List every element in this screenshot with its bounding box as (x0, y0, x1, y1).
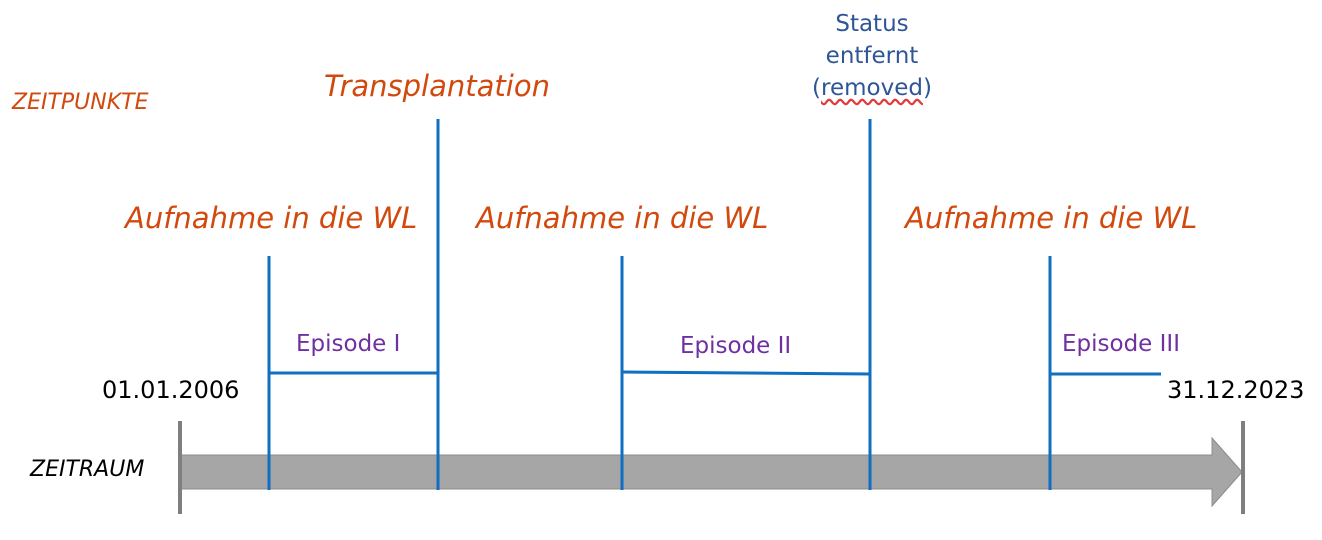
section-label-zeitraum: ZEITRAUM (30, 457, 145, 482)
status-removed-word: removed (821, 75, 923, 101)
event-label-admission-2: Aufnahme in die WL (476, 201, 769, 235)
status-line-1: Status (835, 11, 909, 37)
event-label-admission-1: Aufnahme in die WL (125, 201, 418, 235)
episode-label-3: Episode III (1062, 331, 1180, 357)
timeline-arrow (179, 436, 1243, 508)
status-paren-close: ) (922, 75, 932, 101)
status-line-3: (removed) (792, 72, 952, 104)
date-end-label: 31.12.2023 (1167, 376, 1305, 404)
episode-label-2: Episode II (680, 333, 792, 359)
status-line-2: entfernt (825, 43, 919, 69)
episode-label-1: Episode I (296, 331, 401, 357)
status-paren-open: ( (812, 75, 822, 101)
event-label-status-removed: Status entfernt (removed) (792, 8, 952, 104)
section-label-zeitpunkte: ZEITPUNKTE (12, 90, 149, 115)
episode-2-span (621, 370, 871, 376)
date-start-label: 01.01.2006 (102, 376, 240, 404)
event-label-transplantation: Transplantation (324, 69, 550, 103)
event-label-admission-3: Aufnahme in die WL (905, 201, 1198, 235)
